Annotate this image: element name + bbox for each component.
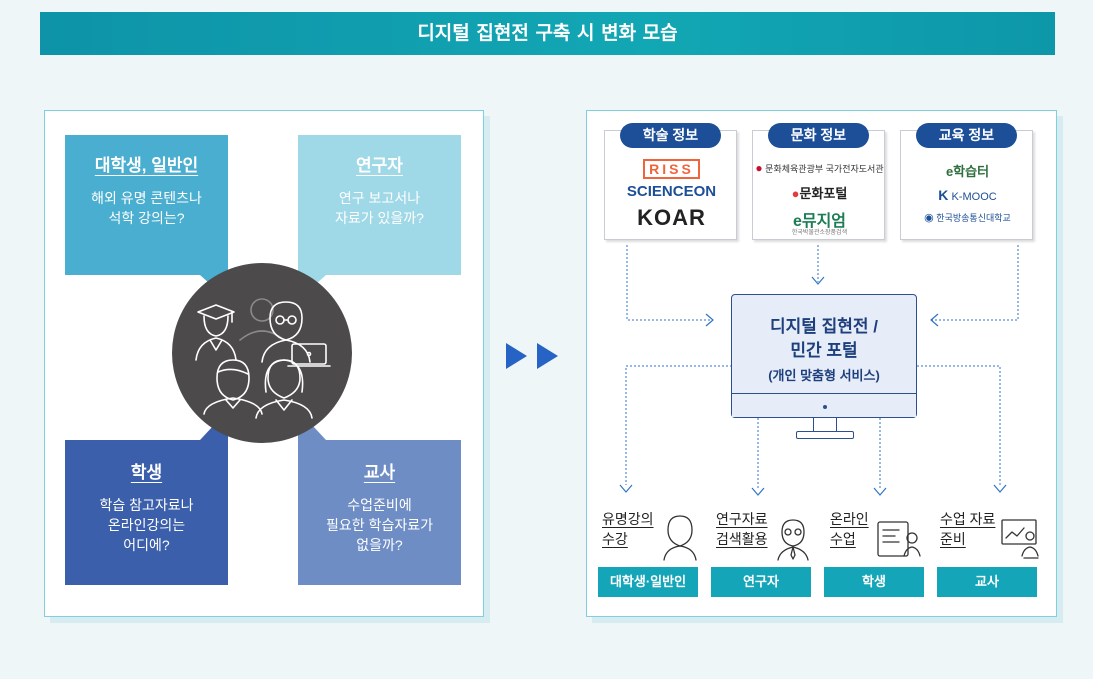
- question-title: 연구자: [356, 156, 403, 175]
- question-text: 해외 유명 콘텐츠나 석학 강의는?: [91, 190, 202, 226]
- national-library-logo: ● 문화체육관광부 국가전자도서관: [755, 161, 884, 175]
- culture-portal-logo: ●문화포털: [791, 186, 848, 201]
- online-class-icon: [877, 521, 921, 557]
- portal-text: 디지털 집현전 / 민간 포털 (개인 맞춤형 서비스): [732, 315, 916, 387]
- student-icon: [203, 359, 263, 415]
- question-box-researcher: 연구자 연구 보고서나 자료가 있을까?: [298, 135, 461, 275]
- tab-university-public: 대학생·일반인: [598, 567, 698, 597]
- lecturer-icon: [663, 515, 697, 561]
- question-text: 학습 참고자료나 온라인강의는 어디에?: [99, 497, 194, 553]
- e-learning-logo: e학습터: [945, 164, 990, 179]
- source-box-academic: RISS SCIENCEON KOAR: [604, 130, 737, 240]
- source-box-culture: ● 문화체육관광부 국가전자도서관 ●문화포털 e뮤지엄 한국박물관소장품검색: [752, 130, 885, 240]
- question-box-student: 학생 학습 참고자료나 온라인강의는 어디에?: [65, 440, 228, 585]
- graduate-icon: [195, 304, 237, 361]
- question-title: 대학생, 일반인: [94, 156, 199, 175]
- portal-line1: 디지털 집현전 /: [769, 317, 878, 336]
- scienceon-logo: SCIENCEON: [626, 183, 717, 200]
- outcome-label-lecture: 유명강의 수강: [602, 511, 654, 547]
- portal-line3: (개인 맞춤형 서비스): [768, 368, 880, 383]
- question-title: 교사: [363, 463, 396, 482]
- monitor-stand: [813, 418, 837, 432]
- question-text: 연구 보고서나 자료가 있을까?: [335, 190, 424, 226]
- monitor-base: [796, 431, 854, 439]
- outcome-label-research: 연구자료 검색활용: [716, 511, 768, 547]
- outcome-label-online: 온라인 수업: [830, 511, 869, 547]
- play-arrow-icon: [506, 343, 527, 369]
- portal-line2: 민간 포털: [790, 341, 858, 360]
- play-arrow-icon: [537, 343, 558, 369]
- emuseum-subtitle: 한국박물관소장품검색: [791, 230, 848, 236]
- teacher-icon: [255, 359, 313, 419]
- tab-teacher: 교사: [937, 567, 1037, 597]
- source-label-education: 교육 정보: [916, 123, 1017, 148]
- page-title: 디지털 집현전 구축 시 변화 모습: [40, 12, 1055, 55]
- question-text: 수업준비에 필요한 학습자료가 없을까?: [326, 497, 433, 553]
- teacher-board-icon: [1001, 519, 1039, 559]
- source-box-education: e학습터 K K-MOOC ◉ 한국방송통신대학교: [900, 130, 1033, 240]
- researcher-person-icon: [777, 519, 809, 561]
- question-title: 학생: [130, 463, 163, 482]
- question-box-university: 대학생, 일반인 해외 유명 콘텐츠나 석학 강의는?: [65, 135, 228, 275]
- koar-logo: KOAR: [637, 205, 706, 230]
- tab-student: 학생: [824, 567, 924, 597]
- question-box-teacher: 교사 수업준비에 필요한 학습자료가 없을까?: [298, 440, 461, 585]
- knou-logo: ◉ 한국방송통신대학교: [924, 212, 1011, 224]
- kmooc-logo: K K-MOOC: [938, 187, 997, 203]
- outcome-label-class: 수업 자료 준비: [940, 511, 996, 547]
- emuseum-logo: e뮤지엄: [792, 213, 847, 230]
- riss-logo: RISS: [605, 159, 738, 179]
- tab-researcher: 연구자: [711, 567, 811, 597]
- researcher-icon: [261, 301, 331, 367]
- monitor-icon: 디지털 집현전 / 민간 포털 (개인 맞춤형 서비스): [731, 294, 917, 418]
- source-label-culture: 문화 정보: [768, 123, 869, 148]
- power-dot: [823, 405, 827, 409]
- source-label-academic: 학술 정보: [620, 123, 721, 148]
